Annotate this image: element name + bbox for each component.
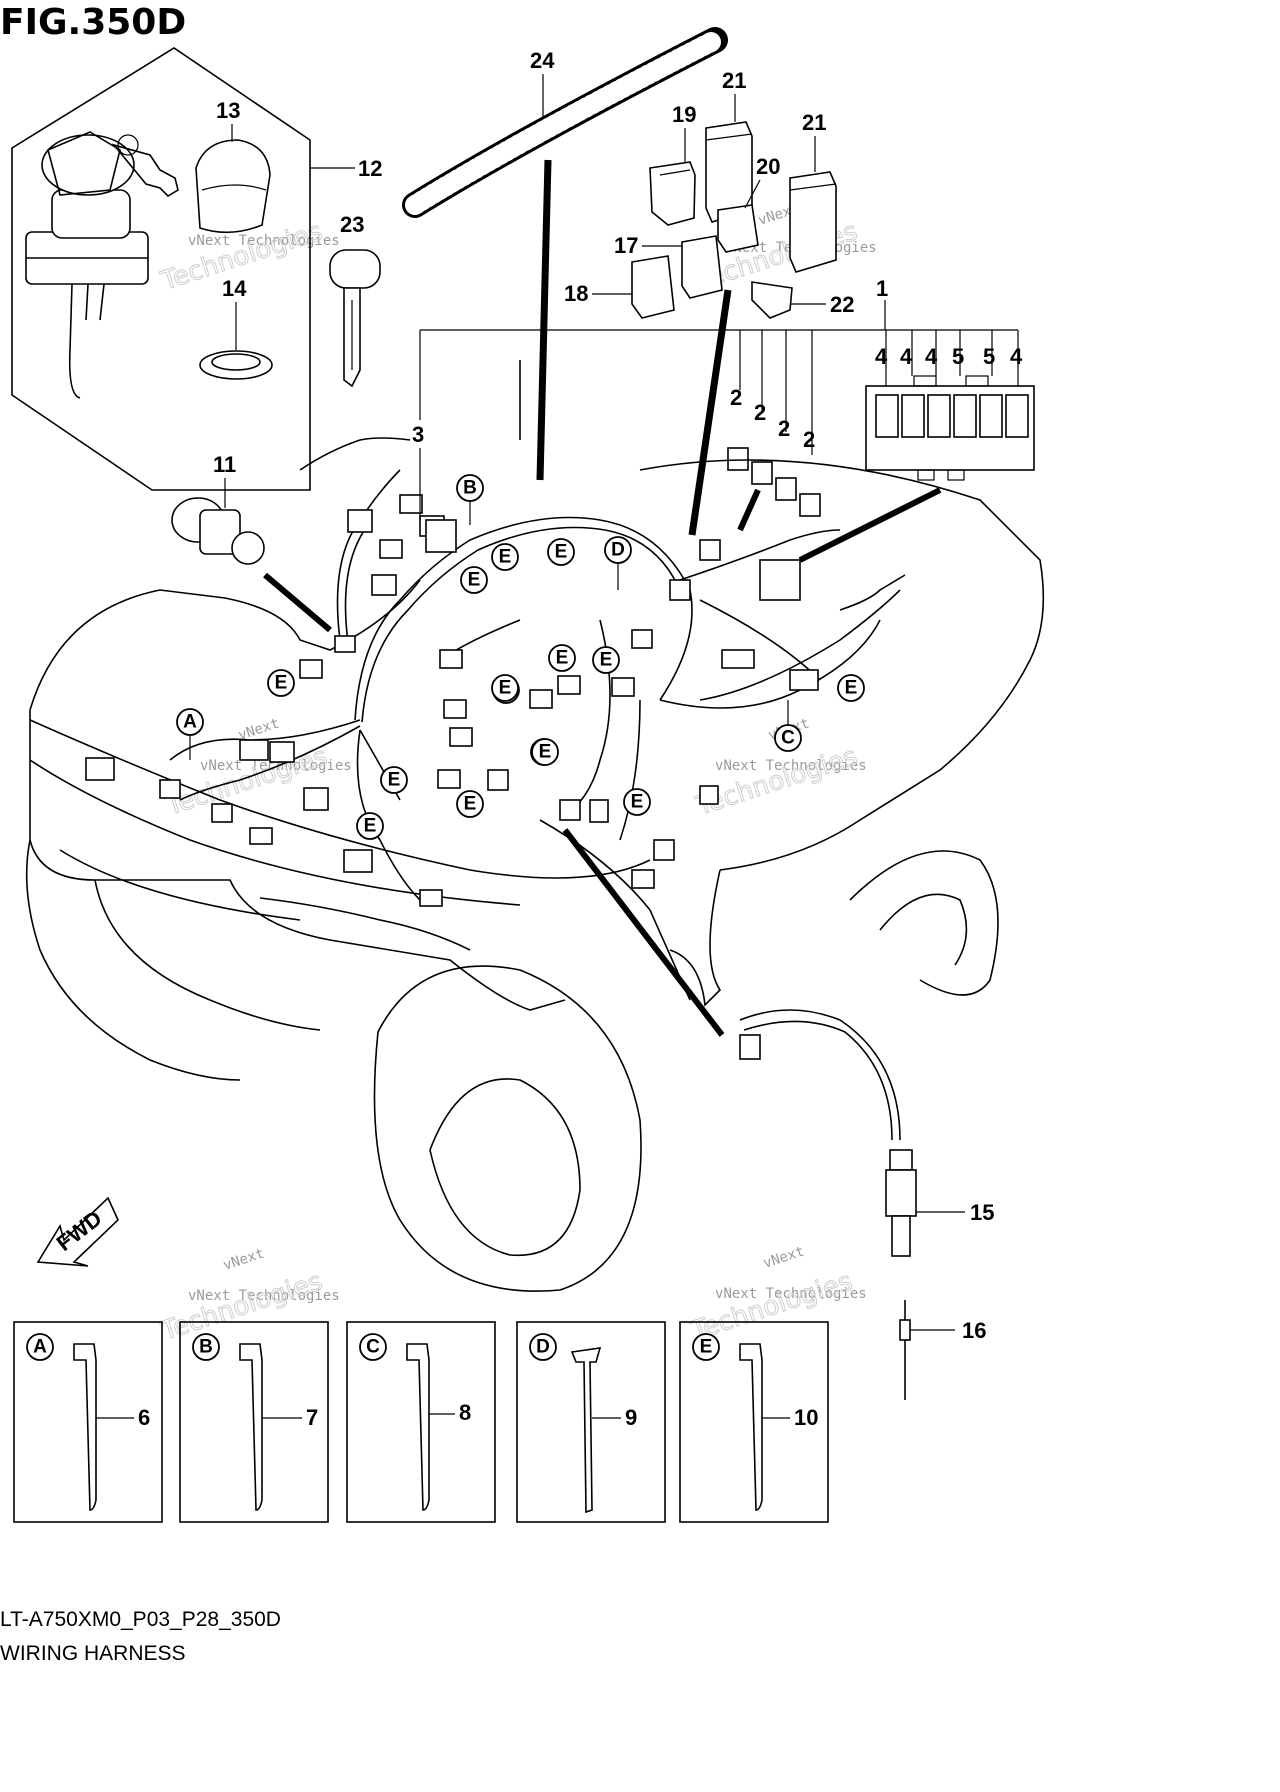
callout-13: 13 (216, 98, 240, 123)
callout-16: 16 (962, 1318, 986, 1343)
key (329, 249, 381, 388)
marker-E-15: E (837, 674, 865, 702)
callout-5a: 5 (952, 344, 964, 369)
marker-C: C (774, 700, 802, 752)
figure-title: FIG.350D (0, 2, 186, 43)
svg-text:B: B (463, 478, 477, 499)
callout-15: 15 (970, 1200, 994, 1225)
svg-text:vNext Technologies: vNext Technologies (715, 758, 867, 774)
callout-6: 6 (138, 1405, 150, 1430)
figure-code: LT-A750XM0_P03_P28_350D (0, 1608, 281, 1631)
marker-E-8: E (491, 674, 519, 702)
svg-text:vNext: vNext (221, 1246, 266, 1274)
callout-4d: 4 (1010, 344, 1023, 369)
forward-arrow: FWD (36, 1196, 119, 1267)
clip-16 (899, 1300, 911, 1400)
svg-text:vNext Technologies: vNext Technologies (188, 1288, 340, 1304)
svg-text:E: E (845, 678, 858, 699)
callout-10: 10 (794, 1405, 818, 1430)
callout-2d: 2 (803, 427, 815, 452)
svg-text:A: A (33, 1337, 47, 1358)
relay-group (631, 121, 837, 319)
svg-text:D: D (536, 1337, 550, 1358)
callout-2c: 2 (778, 416, 790, 441)
callout-2a: 2 (730, 385, 742, 410)
callout-21a: 21 (722, 68, 746, 93)
svg-text:E: E (499, 547, 512, 568)
callout-19: 19 (672, 102, 696, 127)
marker-E-4: E (267, 669, 295, 697)
svg-text:E: E (388, 770, 401, 791)
callout-1: 1 (876, 276, 888, 301)
corrugated-tube (402, 27, 728, 481)
figure-caption: WIRING HARNESS (0, 1642, 186, 1665)
inset-D: D 9 (516, 1321, 666, 1523)
callout-17: 17 (614, 233, 638, 258)
watermark-bottom-right: vNext vNext Technologies Technologies (686, 1244, 867, 1348)
callout-18: 18 (564, 281, 588, 306)
callout-24: 24 (530, 48, 555, 73)
callout-11: 11 (213, 452, 236, 477)
callout-12: 12 (358, 156, 382, 181)
callout-14: 14 (222, 276, 247, 301)
svg-text:E: E (556, 648, 569, 669)
marker-D: D (604, 536, 632, 590)
fuse-box (865, 375, 1035, 481)
svg-text:E: E (700, 1337, 713, 1358)
marker-E-3: E (460, 566, 488, 594)
marker-E-6: E (548, 644, 576, 672)
callout-3: 3 (412, 422, 424, 447)
accessory-socket (171, 497, 265, 565)
small-relays (727, 447, 821, 517)
marker-E-7: E (592, 646, 620, 674)
marker-B: B (456, 474, 484, 525)
marker-A: A (176, 708, 204, 760)
marker-E-13: E (356, 812, 384, 840)
ignition-switch-box (11, 47, 311, 491)
callout-23: 23 (340, 212, 364, 237)
marker-E-14: E (531, 738, 559, 766)
inset-A: A 6 (13, 1321, 163, 1523)
svg-text:E: E (631, 792, 644, 813)
callout-22: 22 (830, 292, 854, 317)
marker-E-12: E (623, 788, 651, 816)
svg-text:E: E (539, 742, 552, 763)
inset-C: C 8 (346, 1321, 496, 1523)
marker-E-10: E (380, 766, 408, 794)
marker-E-11: E (456, 790, 484, 818)
svg-text:vNext Technologies: vNext Technologies (188, 233, 340, 249)
svg-text:B: B (199, 1337, 213, 1358)
svg-text:E: E (600, 650, 613, 671)
svg-text:A: A (183, 712, 197, 733)
callout-4c: 4 (925, 344, 938, 369)
callout-7: 7 (306, 1405, 318, 1430)
svg-text:E: E (464, 794, 477, 815)
marker-E-1: E (491, 543, 519, 571)
svg-text:Technologies: Technologies (692, 742, 861, 822)
marker-E-2: E (547, 538, 575, 566)
svg-text:E: E (468, 570, 481, 591)
inset-E: E 10 (679, 1321, 829, 1523)
svg-text:D: D (611, 540, 625, 561)
svg-text:E: E (364, 816, 377, 837)
callout-20: 20 (756, 154, 780, 179)
callout-4b: 4 (900, 344, 913, 369)
svg-text:C: C (781, 728, 795, 749)
svg-text:E: E (555, 542, 568, 563)
svg-text:C: C (366, 1337, 380, 1358)
callout-2b: 2 (754, 400, 766, 425)
callout-21b: 21 (802, 110, 826, 135)
svg-text:E: E (275, 673, 288, 694)
callout-4a: 4 (875, 344, 888, 369)
svg-text:E: E (499, 678, 512, 699)
callout-5b: 5 (983, 344, 995, 369)
callout-9: 9 (625, 1405, 637, 1430)
callout-8: 8 (459, 1400, 471, 1425)
svg-text:vNext Technologies: vNext Technologies (715, 1286, 867, 1302)
inset-B: B 7 (179, 1321, 329, 1523)
svg-text:vNext: vNext (761, 1244, 806, 1272)
watermark-bottom-left: vNext vNext Technologies Technologies (156, 1246, 340, 1348)
svg-text:Technologies: Technologies (157, 1267, 326, 1347)
